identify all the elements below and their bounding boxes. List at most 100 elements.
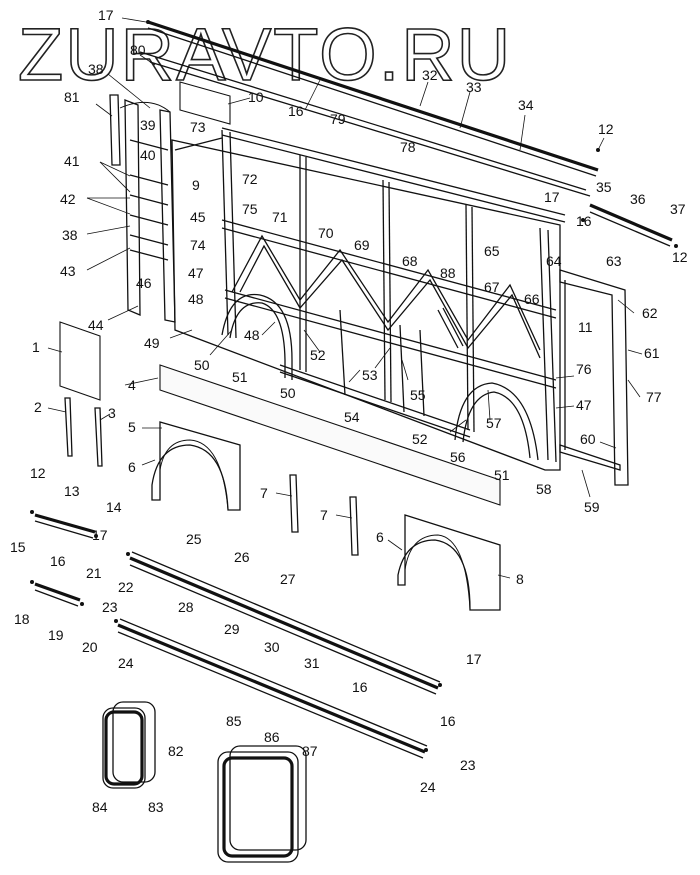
callout-10: 10 xyxy=(248,89,264,105)
callout-2: 2 xyxy=(34,399,42,415)
plate-part xyxy=(179,81,231,125)
callout-12-2: 12 xyxy=(672,249,688,265)
callout-63: 63 xyxy=(606,253,622,269)
callout-6-1: 6 xyxy=(128,459,136,475)
right-end-frame xyxy=(559,269,629,486)
callout-79: 79 xyxy=(330,111,346,127)
callout-16-1: 16 xyxy=(288,103,304,119)
callout-27: 27 xyxy=(280,571,296,587)
callout-17-1: 17 xyxy=(98,7,114,23)
callout-37: 37 xyxy=(670,201,686,217)
callout-28: 28 xyxy=(178,599,194,615)
callout-47-1: 47 xyxy=(188,265,204,281)
callout-1: 1 xyxy=(32,339,40,355)
callout-66: 66 xyxy=(524,291,540,307)
callout-78: 78 xyxy=(400,139,416,155)
callout-24-2: 24 xyxy=(420,779,436,795)
callout-39: 39 xyxy=(140,117,156,133)
callout-16-2: 16 xyxy=(576,213,592,229)
callout-45: 45 xyxy=(190,209,206,225)
callout-26: 26 xyxy=(234,549,250,565)
callout-23-2: 23 xyxy=(460,757,476,773)
callout-36: 36 xyxy=(630,191,646,207)
callout-55: 55 xyxy=(410,387,426,403)
small-window-assembly xyxy=(102,701,156,789)
callout-35: 35 xyxy=(596,179,612,195)
callout-86: 86 xyxy=(264,729,280,745)
callout-41: 41 xyxy=(64,153,80,169)
callout-11: 11 xyxy=(578,319,593,335)
callout-54: 54 xyxy=(344,409,360,425)
callout-23-1: 23 xyxy=(102,599,118,615)
callout-42: 42 xyxy=(60,191,76,207)
callout-3: 3 xyxy=(108,405,116,421)
callout-58: 58 xyxy=(536,481,552,497)
callout-67: 67 xyxy=(484,279,500,295)
callout-52-2: 52 xyxy=(412,431,428,447)
callout-20: 20 xyxy=(82,639,98,655)
callout-38-1: 38 xyxy=(88,61,104,77)
callout-7-2: 7 xyxy=(320,507,328,523)
callout-40: 40 xyxy=(140,147,156,163)
callout-84: 84 xyxy=(92,799,108,815)
callout-18: 18 xyxy=(14,611,30,627)
callout-48-1: 48 xyxy=(188,291,204,307)
callout-29: 29 xyxy=(224,621,240,637)
callout-48-2: 48 xyxy=(244,327,260,343)
callout-24-1: 24 xyxy=(118,655,134,671)
callout-51-1: 51 xyxy=(232,369,248,385)
callout-81: 81 xyxy=(64,89,80,105)
callout-16-5: 16 xyxy=(440,713,456,729)
callout-9: 9 xyxy=(192,177,200,193)
window-glass-part xyxy=(59,321,101,401)
callout-88: 88 xyxy=(440,265,456,281)
callout-7-1: 7 xyxy=(260,485,268,501)
callout-65: 65 xyxy=(484,243,500,259)
callout-69: 69 xyxy=(354,237,370,253)
callout-6-2: 6 xyxy=(376,529,384,545)
callout-50-1: 50 xyxy=(194,357,210,373)
callout-22: 22 xyxy=(118,579,134,595)
callout-52-1: 52 xyxy=(310,347,326,363)
callout-50-2: 50 xyxy=(280,385,296,401)
side-skin-band xyxy=(159,364,501,506)
callout-57: 57 xyxy=(486,415,502,431)
roof-rail-assembly xyxy=(139,20,600,197)
callout-25: 25 xyxy=(186,531,202,547)
callout-16-3: 16 xyxy=(50,553,66,569)
callout-38-2: 38 xyxy=(62,227,78,243)
callout-76: 76 xyxy=(576,361,592,377)
callout-14: 14 xyxy=(106,499,122,515)
callout-46: 46 xyxy=(136,275,152,291)
callout-85: 85 xyxy=(226,713,242,729)
callout-64: 64 xyxy=(546,253,562,269)
watermark-text: ZURAVTO.RU xyxy=(18,13,512,96)
callout-17-2: 17 xyxy=(544,189,560,205)
callout-31: 31 xyxy=(304,655,320,671)
callout-61: 61 xyxy=(644,345,660,361)
callout-49: 49 xyxy=(144,335,160,351)
callout-34: 34 xyxy=(518,97,534,113)
callout-77: 77 xyxy=(646,389,662,405)
callout-87: 87 xyxy=(302,743,318,759)
callout-15: 15 xyxy=(10,539,26,555)
callout-73: 73 xyxy=(190,119,206,135)
callout-4: 4 xyxy=(128,377,136,393)
callout-62: 62 xyxy=(642,305,658,321)
callout-75: 75 xyxy=(242,201,258,217)
callout-13: 13 xyxy=(64,483,80,499)
callout-21: 21 xyxy=(86,565,102,581)
callout-82: 82 xyxy=(168,743,184,759)
callout-47-2: 47 xyxy=(576,397,592,413)
callout-53: 53 xyxy=(362,367,378,383)
callout-80: 80 xyxy=(130,42,146,58)
callout-44: 44 xyxy=(88,317,104,333)
callout-43: 43 xyxy=(60,263,76,279)
short-moldings xyxy=(30,510,98,607)
callout-17-4: 17 xyxy=(92,527,108,543)
callout-19: 19 xyxy=(48,627,64,643)
callout-68: 68 xyxy=(402,253,418,269)
